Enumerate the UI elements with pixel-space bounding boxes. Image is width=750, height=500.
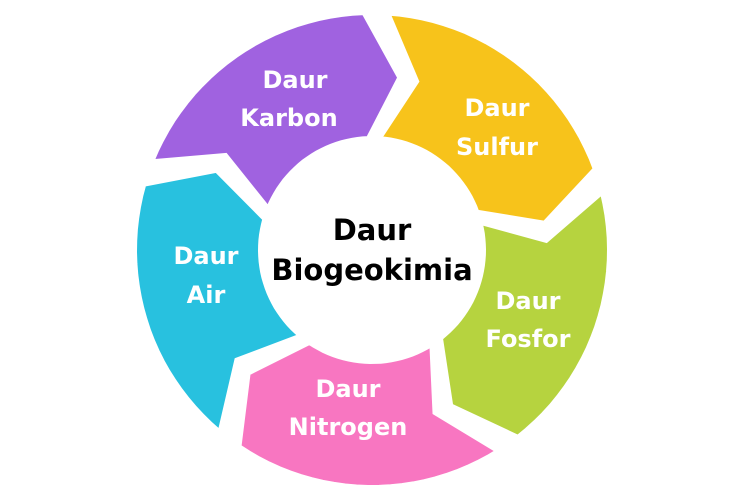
center-title-line2: Biogeokimia xyxy=(271,253,472,287)
segment-air-line1: Daur xyxy=(173,242,238,270)
segment-sulfur-arrow xyxy=(376,11,598,225)
segment-nitrogen-arrow xyxy=(237,340,502,490)
segment-karbon-arrow xyxy=(149,11,402,212)
segment-fosfor-line1: Daur xyxy=(495,287,560,315)
center-title-line1: Daur xyxy=(333,213,412,247)
segment-sulfur-line2: Sulfur xyxy=(456,133,538,161)
segment-air-arrow xyxy=(132,168,304,436)
segment-nitrogen-line1: Daur xyxy=(315,375,380,403)
segment-karbon-line2: Karbon xyxy=(240,104,337,132)
segment-fosfor-arrow xyxy=(438,188,612,440)
segment-sulfur-line1: Daur xyxy=(464,94,529,122)
segment-karbon-line1: Daur xyxy=(262,66,327,94)
center-circle xyxy=(270,148,474,352)
segment-fosfor-line2: Fosfor xyxy=(486,325,571,353)
segment-nitrogen-line2: Nitrogen xyxy=(289,413,408,441)
segment-air-line2: Air xyxy=(187,281,226,309)
